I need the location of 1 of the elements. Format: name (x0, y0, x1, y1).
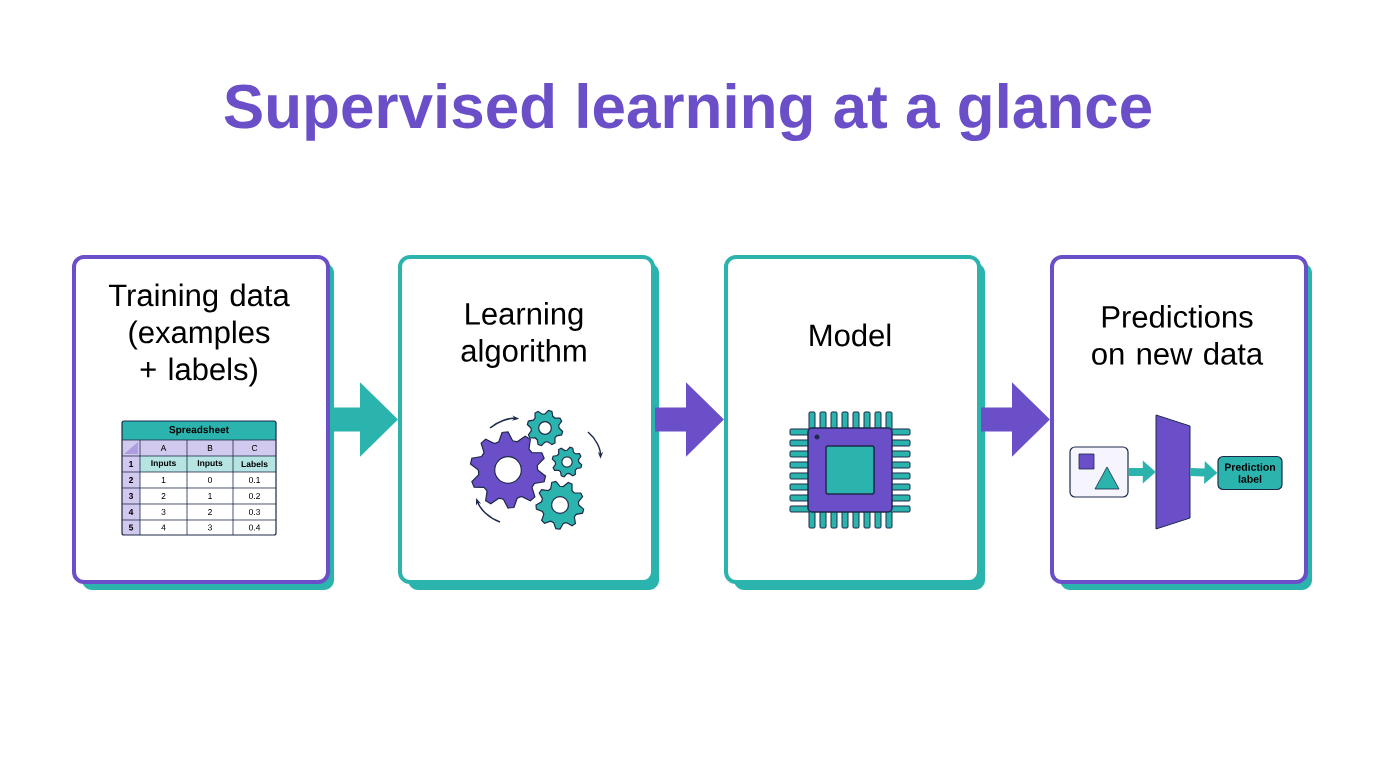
title: Supervised learning at a glance (224, 82, 1151, 142)
